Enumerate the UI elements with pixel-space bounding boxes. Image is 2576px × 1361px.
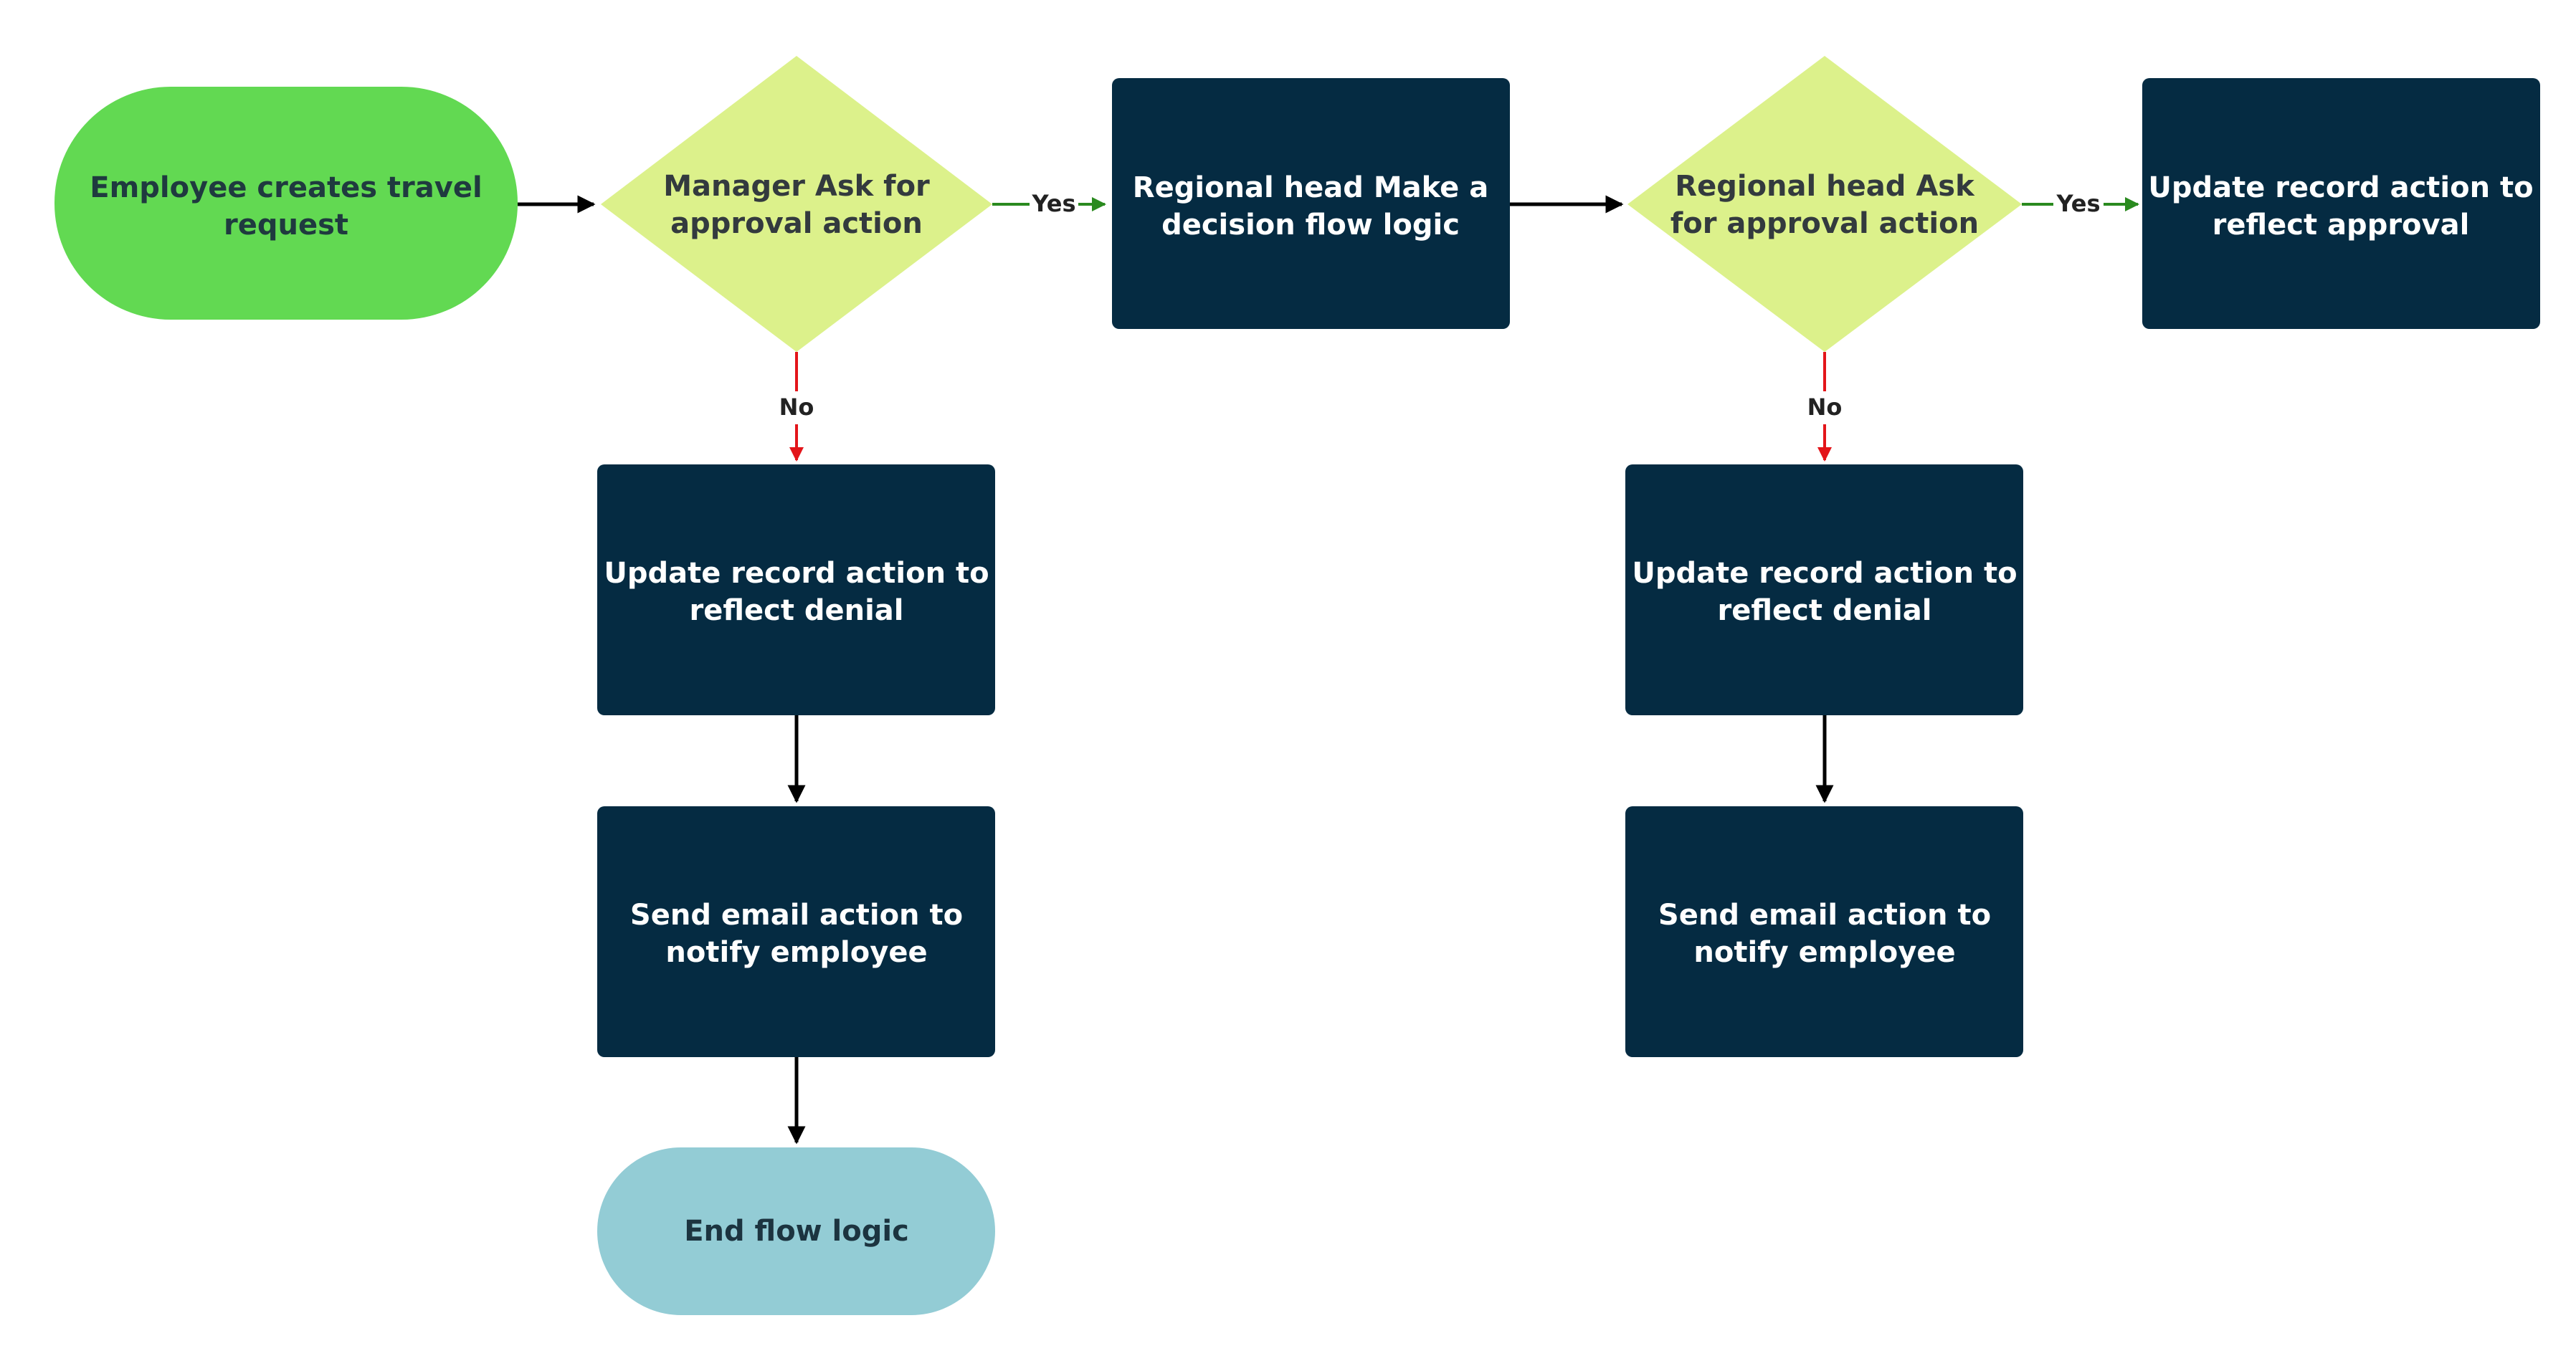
edge-label-background <box>2053 191 2104 218</box>
node-label-line-1: Send email action to <box>1658 899 1991 932</box>
edge-label-background <box>775 393 818 423</box>
process-box-shape <box>1625 806 2023 1057</box>
node-label-line-1: Update record action to <box>1632 557 2017 590</box>
node-label-line-2: reflect approval <box>2213 209 2470 242</box>
edge-label-background <box>1803 393 1846 423</box>
edge-label-background <box>1030 191 1078 218</box>
edge-label-no: No <box>779 393 814 421</box>
decision-diamond-shape <box>1627 56 2022 352</box>
node-regional-make[interactable]: Regional head Make a decision flow logic <box>1112 78 1510 329</box>
end-terminator-shape <box>597 1147 995 1315</box>
edge-regional-no: No <box>1803 352 1846 462</box>
node-end[interactable]: End flow logic <box>597 1147 995 1315</box>
node-manager-decision[interactable]: Manager Ask for approval action <box>601 56 992 352</box>
node-label-line-2: decision flow logic <box>1161 209 1460 242</box>
node-label-line-2: approval action <box>670 207 923 240</box>
edge-manager-no: No <box>775 352 818 462</box>
process-box-shape <box>1112 78 1510 329</box>
node-update-denial-right[interactable]: Update record action to reflect denial <box>1625 464 2023 715</box>
edge-regional-yes: Yes <box>2022 190 2139 218</box>
node-email-right[interactable]: Send email action to notify employee <box>1625 806 2023 1057</box>
node-label-line-1: Update record action to <box>604 557 989 590</box>
node-label-line-2: request <box>224 209 348 242</box>
node-label-line-1: Regional head Make a <box>1133 171 1488 204</box>
process-box-shape <box>597 464 995 715</box>
edge-manager-yes: Yes <box>992 190 1106 218</box>
node-label-line-2: notify employee <box>665 936 927 969</box>
node-label: End flow logic <box>684 1215 909 1248</box>
node-label-line-1: Employee creates travel <box>90 171 482 204</box>
start-terminator-shape <box>54 87 518 320</box>
edge-label-no: No <box>1807 393 1843 421</box>
node-label-line-1: Regional head Ask <box>1675 170 1975 203</box>
node-label-line-1: Send email action to <box>630 899 963 932</box>
node-update-approval[interactable]: Update record action to reflect approval <box>2142 78 2540 329</box>
edge-label-yes: Yes <box>2056 190 2101 217</box>
edge-label-yes: Yes <box>1032 190 1076 217</box>
node-label-line-2: reflect denial <box>689 594 903 627</box>
decision-diamond-shape <box>601 56 992 352</box>
process-box-shape <box>1625 464 2023 715</box>
node-label-line-2: for approval action <box>1670 207 1979 240</box>
node-email-left[interactable]: Send email action to notify employee <box>597 806 995 1057</box>
node-label-line-2: reflect denial <box>1717 594 1931 627</box>
node-label-line-2: notify employee <box>1693 936 1955 969</box>
node-label-line-1: Manager Ask for <box>663 170 930 203</box>
node-start[interactable]: Employee creates travel request <box>54 87 518 320</box>
node-label-line-1: Update record action to <box>2148 171 2533 204</box>
node-update-denial-left[interactable]: Update record action to reflect denial <box>597 464 995 715</box>
process-box-shape <box>2142 78 2540 329</box>
node-regional-decision[interactable]: Regional head Ask for approval action <box>1627 56 2022 352</box>
process-box-shape <box>597 806 995 1057</box>
